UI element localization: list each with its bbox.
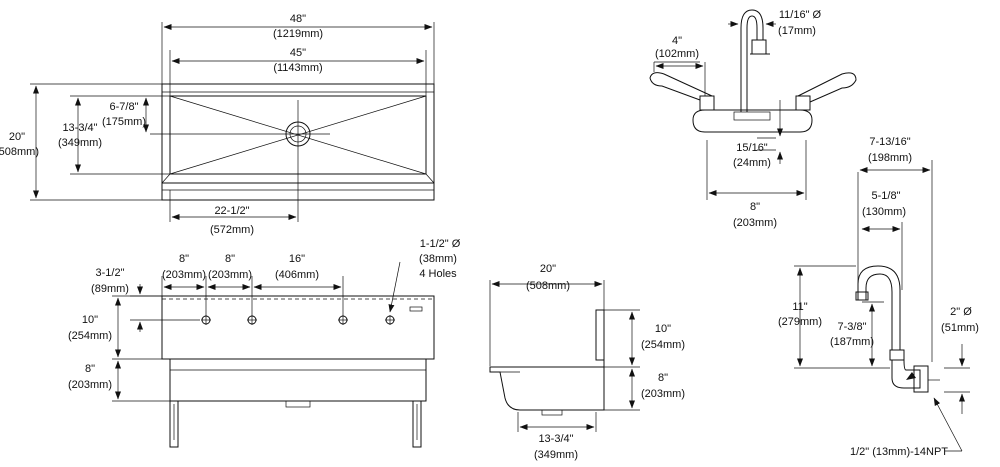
top-view: 48" (1219mm) 45" (1143mm) 20" (508mm) 13… — [0, 13, 435, 236]
dim-handle-mm: (102mm) — [655, 48, 699, 60]
dim-hole-dia: 1-1/2" Ø — [420, 238, 461, 250]
holes-note: 4 Holes — [419, 268, 457, 280]
dim-bowl-mm: (203mm) — [68, 379, 112, 391]
dim-height-mm: (279mm) — [778, 316, 822, 328]
faucet-hole-icon — [338, 315, 348, 325]
dim-basin-depth-mm: (349mm) — [58, 137, 102, 149]
dim-drain-center: 22-1/2" — [214, 205, 249, 217]
dim-reach-mm: (198mm) — [868, 152, 912, 164]
dim-space-3: 16" — [289, 253, 305, 265]
dim-hole-dia-mm: (38mm) — [419, 253, 457, 265]
dim-side-splash: 10" — [655, 323, 671, 335]
dim-drain-offset-mm: (175mm) — [102, 116, 146, 128]
faucet-hole-icon — [201, 315, 211, 325]
dim-bowl: 8" — [85, 363, 95, 375]
dim-handle: 4" — [672, 35, 682, 47]
dim-centers-mm: (203mm) — [733, 217, 777, 229]
dim-overall-width-mm: (1219mm) — [273, 28, 323, 40]
dim-lower: 7-3/8" — [838, 321, 867, 333]
dim-side-bottom: 13-3/4" — [538, 433, 573, 445]
dim-centers: 8" — [750, 201, 760, 213]
dim-drain-offset: 6-7/8" — [110, 101, 139, 113]
dim-space-3-mm: (406mm) — [275, 269, 319, 281]
dim-depth-mm: (508mm) — [0, 146, 39, 158]
dim-hole-offset-mm: (89mm) — [91, 283, 129, 295]
dim-outlet-mm: (24mm) — [733, 157, 771, 169]
dim-side-bowl-mm: (203mm) — [641, 388, 685, 400]
faucet-hole-icon — [385, 315, 395, 325]
dim-lower-mm: (187mm) — [830, 336, 874, 348]
dim-space-1-mm: (203mm) — [162, 269, 206, 281]
dim-side-depth: 20" — [540, 263, 556, 275]
side-view: 20" (508mm) 10" (254mm) 8" (203mm) 13-3/… — [489, 263, 685, 461]
dim-spout: 5-1/8" — [872, 190, 901, 202]
thread-spec: 1/2" (13mm)-14NPT — [850, 446, 948, 458]
dim-spout-mm: (130mm) — [862, 206, 906, 218]
dim-side-bottom-mm: (349mm) — [534, 449, 578, 461]
dim-overall-width: 48" — [290, 13, 306, 25]
check-mark-icon — [906, 372, 916, 380]
dim-basin-width-mm: (1143mm) — [273, 62, 322, 74]
dim-side-splash-mm: (254mm) — [641, 339, 685, 351]
dim-side-depth-mm: (508mm) — [526, 280, 570, 292]
dim-hole-offset: 3-1/2" — [96, 267, 125, 279]
dim-space-2: 8" — [225, 253, 235, 265]
gooseneck-spout: 7-13/16" (198mm) 5-1/8" (130mm) 11" (279… — [778, 136, 979, 458]
wall-faucet: 4" (102mm) 11/16" Ø (17mm) 15/16" (24mm)… — [649, 9, 857, 229]
dim-splash-mm: (254mm) — [68, 330, 112, 342]
dim-space-2-mm: (203mm) — [208, 269, 252, 281]
dim-outlet: 15/16" — [736, 142, 768, 154]
dim-spout-dia-mm: (17mm) — [778, 25, 816, 37]
dim-basin-width: 45" — [290, 47, 306, 59]
dim-side-bowl: 8" — [658, 372, 668, 384]
dim-connection-dia-mm: (51mm) — [941, 322, 979, 334]
dim-splash: 10" — [82, 314, 98, 326]
dim-space-1: 8" — [179, 253, 189, 265]
front-view: 8" (203mm) 8" (203mm) 16" (406mm) 3-1/2"… — [68, 238, 461, 448]
dim-reach: 7-13/16" — [869, 136, 910, 148]
dim-basin-depth: 13-3/4" — [62, 122, 97, 134]
dim-height: 11" — [792, 301, 807, 313]
dim-depth: 20" — [9, 131, 25, 143]
dim-drain-center-mm: (572mm) — [210, 224, 254, 236]
faucet-hole-icon — [247, 315, 257, 325]
dim-connection-dia: 2" Ø — [950, 306, 972, 318]
dim-spout-dia: 11/16" Ø — [779, 9, 822, 21]
